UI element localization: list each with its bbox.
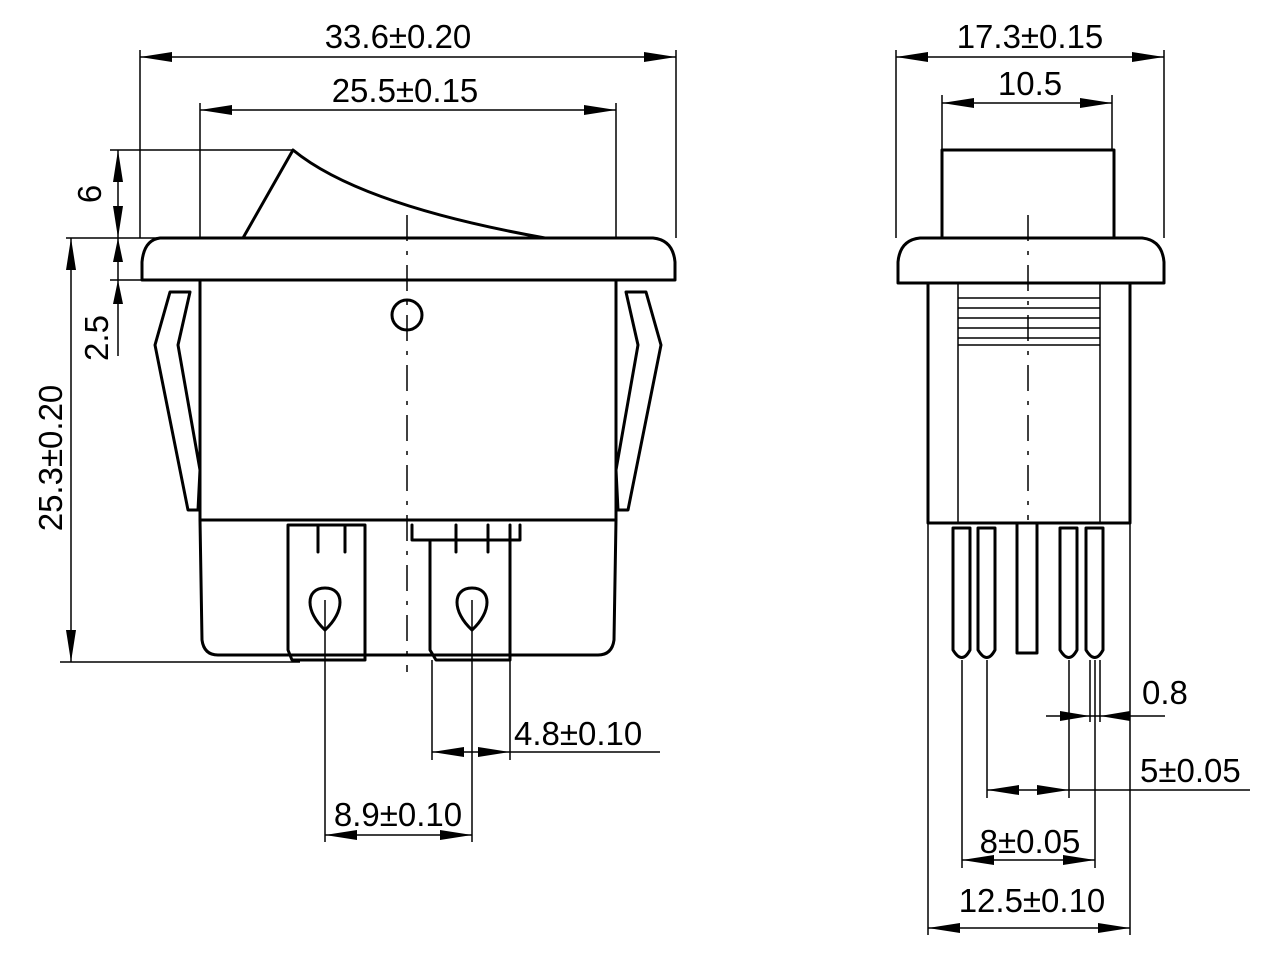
dim-flange-thickness: 2.5 — [78, 238, 142, 361]
dim-label-flange-thickness: 2.5 — [78, 315, 115, 361]
dim-pin-spacing-outer: 12.5±0.10 — [927, 523, 1131, 935]
rocker-actuator — [241, 148, 547, 240]
dim-rocker-height: 6 — [66, 149, 293, 239]
dim-terminal-width: 4.8±0.10 — [431, 660, 660, 760]
dim-terminal-pitch: 8.9±0.10 — [324, 600, 473, 842]
dim-label-overall-width: 33.6±0.20 — [325, 18, 472, 55]
terminal-right — [428, 538, 512, 662]
dim-pin-spacing-mid: 8±0.05 — [961, 660, 1096, 868]
terminal-left — [286, 523, 367, 662]
dim-pin-diameter: 0.8 — [1046, 660, 1188, 722]
dim-label-rocker-height: 6 — [71, 185, 108, 203]
switch-housing — [198, 278, 618, 522]
dim-overall-depth: 17.3±0.15 — [895, 18, 1165, 238]
terminal-pins — [951, 521, 1105, 659]
dim-pin-spacing-inner: 5±0.05 — [986, 660, 1250, 798]
flange-side — [896, 236, 1166, 285]
front-view: 33.6±0.20 25.5±0.15 6 2.5 — [32, 18, 677, 842]
body-ribs — [958, 297, 1100, 346]
terminal-notch — [410, 523, 522, 542]
dim-overall-width: 33.6±0.20 — [139, 18, 677, 238]
dim-label-rocker-depth: 10.5 — [998, 65, 1062, 102]
switch-base — [198, 518, 618, 657]
right-snap-spring — [614, 290, 663, 512]
dim-bezel-width: 25.5±0.15 — [199, 72, 617, 238]
side-view: 17.3±0.15 10.5 0.8 5±0.05 — [895, 18, 1250, 935]
dim-label-pin-spacing-outer: 12.5±0.10 — [959, 882, 1106, 919]
dim-label-terminal-pitch: 8.9±0.10 — [334, 796, 462, 833]
bezel-flange — [140, 236, 677, 282]
dim-total-height: 25.3±0.20 — [32, 238, 300, 663]
left-snap-spring — [153, 290, 202, 512]
dim-label-total-height: 25.3±0.20 — [32, 385, 69, 532]
dim-label-overall-depth: 17.3±0.15 — [957, 18, 1104, 55]
dim-label-pin-diameter: 0.8 — [1142, 674, 1188, 711]
dim-label-bezel-width: 25.5±0.15 — [332, 72, 479, 109]
dim-label-pin-spacing-mid: 8±0.05 — [980, 823, 1081, 860]
dim-label-terminal-width: 4.8±0.10 — [514, 715, 642, 752]
dim-label-pin-spacing-inner: 5±0.05 — [1140, 752, 1241, 789]
dim-rocker-depth: 10.5 — [941, 65, 1113, 150]
